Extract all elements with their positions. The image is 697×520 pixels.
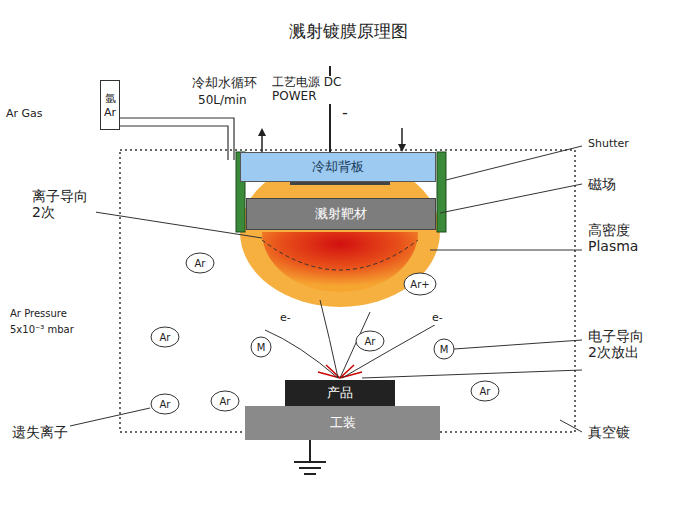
text-label: - xyxy=(340,104,350,122)
part-box: 工装 xyxy=(245,406,440,440)
text-label: 冷却水循环 xyxy=(190,76,259,91)
text-label: 高密度 Plasma xyxy=(586,222,660,254)
particle-circle: Ar xyxy=(150,326,180,348)
particle-circle: Ar xyxy=(185,252,215,274)
title: 溅射镀膜原理图 xyxy=(0,22,697,42)
magnetic-line xyxy=(262,240,418,270)
node-text: M xyxy=(252,342,271,353)
node-text: M xyxy=(435,344,454,355)
particle-circle: Ar xyxy=(210,390,240,412)
text-label: Ar Pressure xyxy=(8,308,69,320)
particle-circle: Ar xyxy=(355,330,385,352)
node-text: Ar xyxy=(155,332,176,343)
shutter-right xyxy=(437,152,446,232)
particle-circle: Ar xyxy=(470,380,500,402)
node-text: 氩 xyxy=(102,91,119,106)
node-text: 溅射靶材 xyxy=(312,205,370,223)
part-box: 溅射靶材 xyxy=(246,198,436,230)
text-label: Ar Gas xyxy=(4,108,45,121)
part-box: 产品 xyxy=(285,380,395,406)
gas-bottle: 氩Ar xyxy=(100,80,120,130)
node-text: Ar xyxy=(215,396,236,407)
node-text: 工装 xyxy=(327,414,359,432)
plasma-core xyxy=(262,232,418,292)
ground-symbol xyxy=(294,440,326,474)
part-box: 冷却背板 xyxy=(240,152,436,182)
particle-circle: Ar+ xyxy=(403,272,437,296)
text-label: 磁场 xyxy=(586,176,618,192)
node-text: Ar xyxy=(190,258,211,269)
text-label: e- xyxy=(430,312,445,325)
node-text: 产品 xyxy=(324,384,356,402)
text-label: 工艺电源 DC POWER xyxy=(270,76,354,104)
text-label: 5x10⁻³ mbar xyxy=(8,324,76,336)
node-text: Ar xyxy=(155,399,176,410)
text-label: Shutter xyxy=(586,138,631,151)
node-text: Ar+ xyxy=(405,279,434,290)
particle-paths xyxy=(265,300,440,378)
particle-circle: M xyxy=(433,338,455,360)
text-label: 电子导向 2次放出 xyxy=(586,328,650,360)
particle-circle: M xyxy=(250,336,272,358)
vacuum-chamber xyxy=(120,150,575,432)
node-text: Ar xyxy=(360,336,381,347)
text-label: 遗失离子 xyxy=(10,424,70,440)
node-text: 冷却背板 xyxy=(309,158,367,176)
text-label: 50L/min xyxy=(196,94,249,108)
leader-lines xyxy=(70,146,582,432)
node-text: Ar xyxy=(475,386,496,397)
gas-pipe xyxy=(118,118,234,160)
node-text: Ar xyxy=(101,106,119,119)
text-label: 真空镀 xyxy=(586,424,632,440)
text-label: 离子导向 2次 xyxy=(30,188,96,220)
text-label: e- xyxy=(278,312,293,325)
particle-circle: Ar xyxy=(150,393,180,415)
